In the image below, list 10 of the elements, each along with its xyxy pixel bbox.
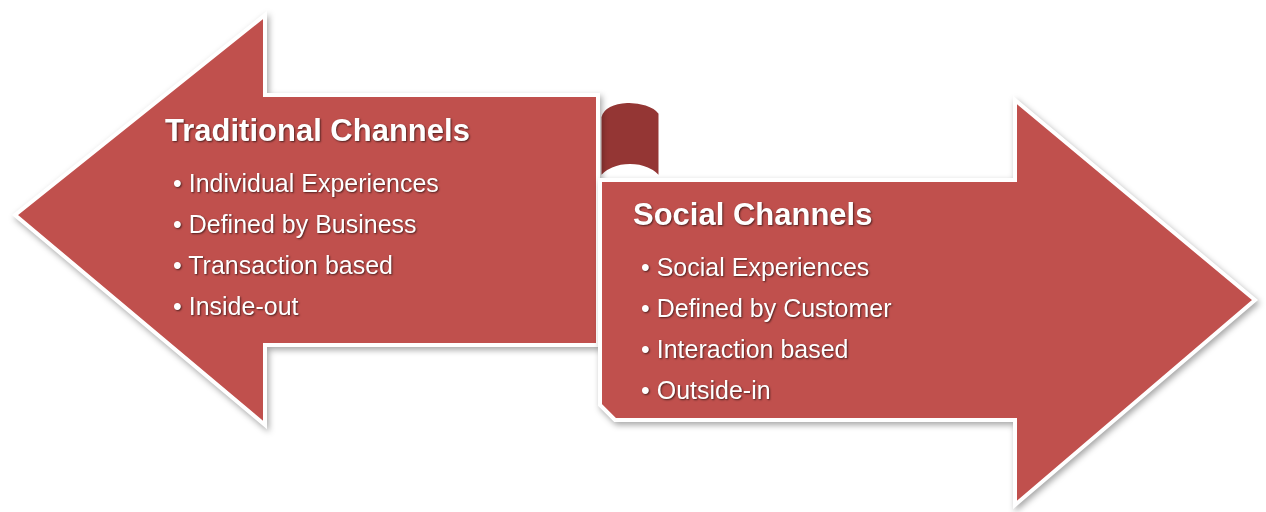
list-item: • Inside-out xyxy=(173,291,300,322)
list-item: • Outside-in xyxy=(641,375,772,406)
list-item: • Transaction based xyxy=(173,250,394,281)
list-item: • Interaction based xyxy=(641,334,850,365)
list-item: • Social Experiences xyxy=(641,252,871,283)
list-item: • Defined by Business xyxy=(173,209,418,240)
list-item: • Defined by Customer xyxy=(641,293,892,324)
heading: Social Channels xyxy=(633,197,873,233)
heading: Traditional Channels xyxy=(165,113,470,149)
list-item: • Individual Experiences xyxy=(173,168,440,199)
